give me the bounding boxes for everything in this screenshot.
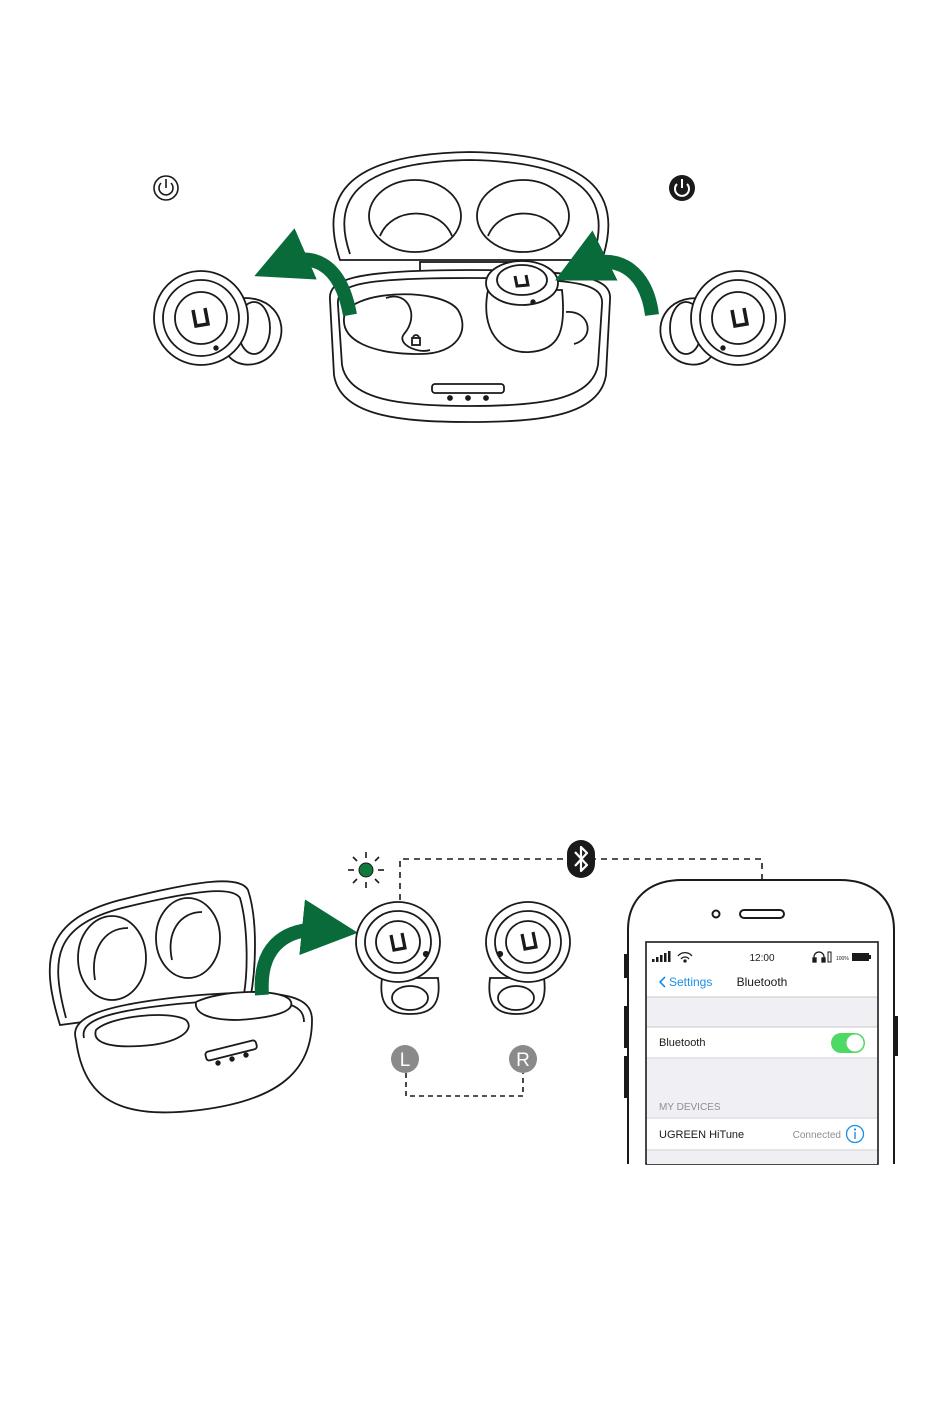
charging-case-empty xyxy=(50,881,312,1112)
bluetooth-toggle-row: Bluetooth xyxy=(647,1027,877,1058)
right-badge: R xyxy=(509,1045,537,1073)
right-badge-label: R xyxy=(516,1050,530,1071)
screen-bottom-gap xyxy=(647,1151,877,1164)
right-earbud xyxy=(486,902,570,1014)
device-row[interactable]: UGREEN HiTune Connected xyxy=(647,1118,877,1150)
nav-back-label: Settings xyxy=(669,975,712,989)
bluetooth-row-label: Bluetooth xyxy=(659,1037,705,1049)
figure-bluetooth-pairing: L R xyxy=(0,830,950,1170)
left-badge-label: L xyxy=(400,1050,411,1071)
phone: 12:00 100% Settings Bluetooth xyxy=(624,880,898,1164)
device-name: UGREEN HiTune xyxy=(659,1129,744,1141)
figure-bluetooth-pairing-drawing: L R xyxy=(0,830,950,1170)
right-earbud-removed xyxy=(660,271,785,365)
bluetooth-toggle[interactable] xyxy=(831,1033,865,1053)
left-badge: L xyxy=(391,1045,419,1073)
earbud-link-line xyxy=(406,1073,523,1096)
status-time: 12:00 xyxy=(749,953,774,964)
power-outline-icon xyxy=(154,176,178,200)
battery-percent: 100% xyxy=(836,956,849,962)
device-status: Connected xyxy=(793,1130,841,1141)
charging-case-open xyxy=(330,152,610,422)
left-earbud-removed xyxy=(154,271,281,365)
left-earbud xyxy=(356,902,440,1014)
devices-section-header: MY DEVICES xyxy=(659,1102,721,1113)
section-gap xyxy=(647,997,877,1027)
arrow-take-out xyxy=(262,929,330,995)
figure-remove-earbuds xyxy=(0,140,950,440)
power-filled-icon xyxy=(669,175,695,201)
bluetooth-icon xyxy=(567,840,595,878)
figure-remove-earbuds-drawing xyxy=(0,140,950,440)
nav-title: Bluetooth xyxy=(737,975,788,989)
led-light-icon xyxy=(348,852,384,888)
battery-icon xyxy=(852,953,871,961)
